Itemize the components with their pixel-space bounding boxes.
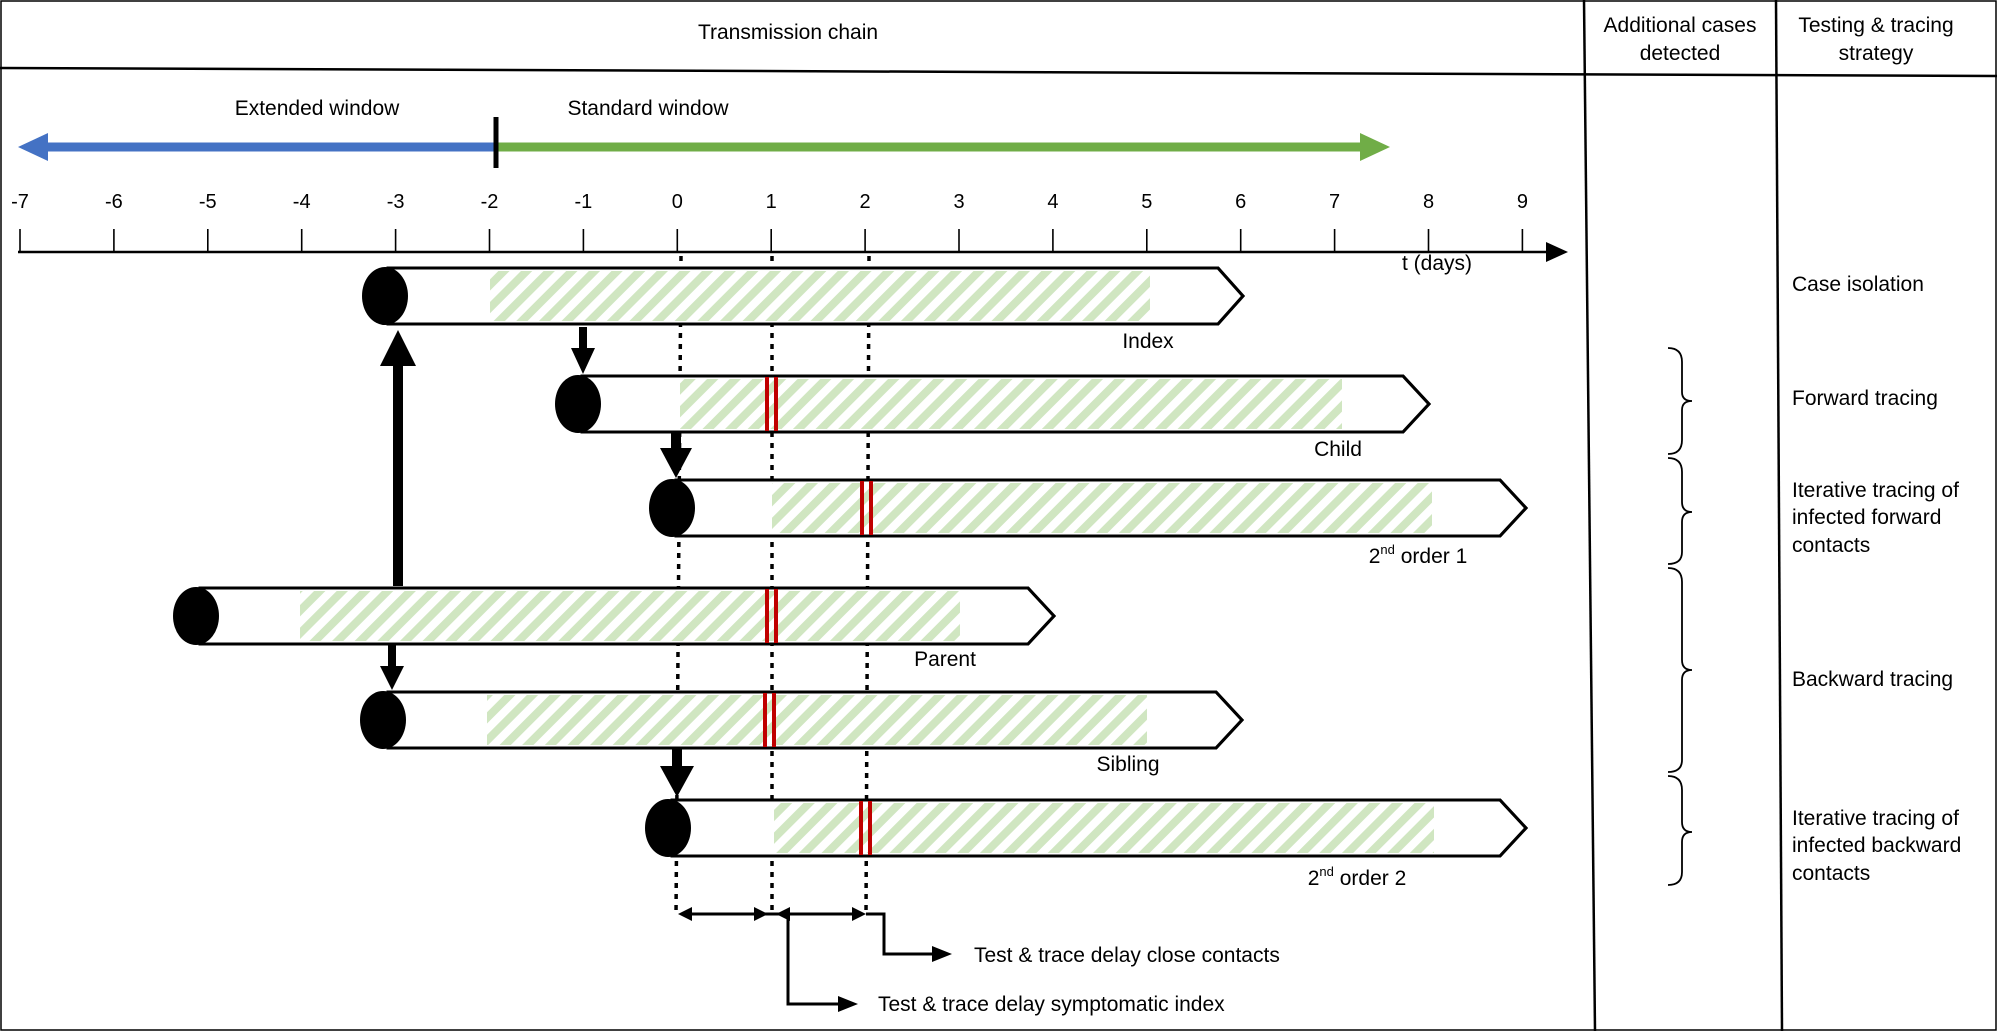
label-second-order-1: 2nd order 1 xyxy=(1369,542,1468,568)
strategy-backward-tracing: Backward tracing xyxy=(1792,668,1953,691)
axis-tick-label: -2 xyxy=(481,191,499,213)
axis-tick-label: 6 xyxy=(1235,191,1246,213)
axis-tick-label: 9 xyxy=(1517,191,1528,213)
label-index: Index xyxy=(1122,330,1174,353)
delay-brackets xyxy=(678,907,952,1012)
axis-tick-label: 3 xyxy=(953,191,964,213)
axis-tick-label: -6 xyxy=(105,191,123,213)
header-transmission-chain: Transmission chain xyxy=(698,21,878,44)
column-divider-1 xyxy=(1582,0,1597,1032)
transmission-arrows xyxy=(380,327,694,797)
test-marker-parent xyxy=(765,589,778,643)
strategy-case-isolation: Case isolation xyxy=(1792,273,1924,296)
test-marker-sibling xyxy=(763,693,776,747)
axis-tick-label: 8 xyxy=(1423,191,1434,213)
strategy-iterative-backward-1: Iterative tracing of xyxy=(1792,807,1959,830)
delay-close-contacts-label: Test & trace delay close contacts xyxy=(974,944,1280,967)
arrow-index-to-child xyxy=(571,327,595,374)
test-marker-child xyxy=(765,377,778,431)
axis-arrowhead xyxy=(1546,242,1568,262)
case-bar-parent xyxy=(173,586,1057,646)
axis-tick-label: 2 xyxy=(860,191,871,213)
test-marker-second-order-2 xyxy=(859,801,872,855)
strategy-iterative-backward-2: infected backward xyxy=(1792,834,1961,857)
header-divider xyxy=(0,66,1997,78)
time-axis: -7 -6 -5 -4 -3 -2 -1 0 1 2 3 4 5 6 7 8 9 t (days) xyxy=(11,191,1568,275)
case-bar-second-order-2 xyxy=(645,798,1529,858)
delay-symptomatic-index-label: Test & trace delay symptomatic index xyxy=(878,993,1225,1016)
axis-tick-label: 1 xyxy=(766,191,777,213)
standard-window-arrow xyxy=(496,133,1390,161)
label-sibling: Sibling xyxy=(1096,753,1159,776)
arrow-child-to-second-order-1 xyxy=(660,433,692,478)
arrow-sibling-to-second-order-2 xyxy=(660,749,694,797)
axis-tick-label: -5 xyxy=(199,191,217,213)
delay-symptomatic-connector xyxy=(786,914,838,1006)
strategy-forward-tracing: Forward tracing xyxy=(1792,387,1938,410)
extended-window-label: Extended window xyxy=(235,97,400,120)
arrow-parent-to-index xyxy=(380,330,416,586)
axis-tick-label: -3 xyxy=(387,191,405,213)
strategy-iterative-forward-1: Iterative tracing of xyxy=(1792,479,1959,502)
axis-tick-label: 4 xyxy=(1047,191,1058,213)
label-child: Child xyxy=(1314,438,1362,461)
axis-ticks: -7 -6 -5 -4 -3 -2 -1 0 1 2 3 4 5 6 7 8 9 xyxy=(11,191,1528,252)
axis-label: t (days) xyxy=(1402,252,1472,275)
column-divider-2 xyxy=(1774,0,1784,1032)
header-strategy-2: strategy xyxy=(1839,42,1914,65)
delay-close-contacts-connector xyxy=(866,912,932,956)
strategy-iterative-forward-3: contacts xyxy=(1792,534,1870,557)
header-strategy-1: Testing & tracing xyxy=(1798,14,1953,37)
label-parent: Parent xyxy=(914,648,976,671)
case-braces xyxy=(1667,347,1693,886)
label-second-order-2: 2nd order 2 xyxy=(1308,864,1407,890)
case-bar-index xyxy=(362,266,1246,326)
brace-backward xyxy=(1667,567,1693,773)
arrow-parent-to-sibling xyxy=(380,645,404,690)
axis-tick-label: -7 xyxy=(11,191,29,213)
brace-forward xyxy=(1667,347,1693,455)
axis-tick-label: 5 xyxy=(1141,191,1152,213)
axis-tick-label: 0 xyxy=(672,191,683,213)
strategy-iterative-forward-2: infected forward xyxy=(1792,506,1941,529)
extended-window-arrow xyxy=(18,133,496,161)
header-additional-cases-1: Additional cases xyxy=(1604,14,1757,37)
standard-window-label: Standard window xyxy=(567,97,729,120)
axis-tick-label: -1 xyxy=(575,191,593,213)
header-additional-cases-2: detected xyxy=(1640,42,1721,65)
axis-tick-label: -4 xyxy=(293,191,311,213)
case-bar-child xyxy=(555,374,1432,434)
case-bar-sibling xyxy=(360,690,1245,750)
case-bar-second-order-1 xyxy=(649,478,1529,538)
axis-tick-label: 7 xyxy=(1329,191,1340,213)
brace-iterative-forward xyxy=(1667,457,1693,565)
brace-iterative-backward xyxy=(1667,775,1693,886)
test-marker-second-order-1 xyxy=(860,481,873,535)
strategy-iterative-backward-3: contacts xyxy=(1792,862,1870,885)
